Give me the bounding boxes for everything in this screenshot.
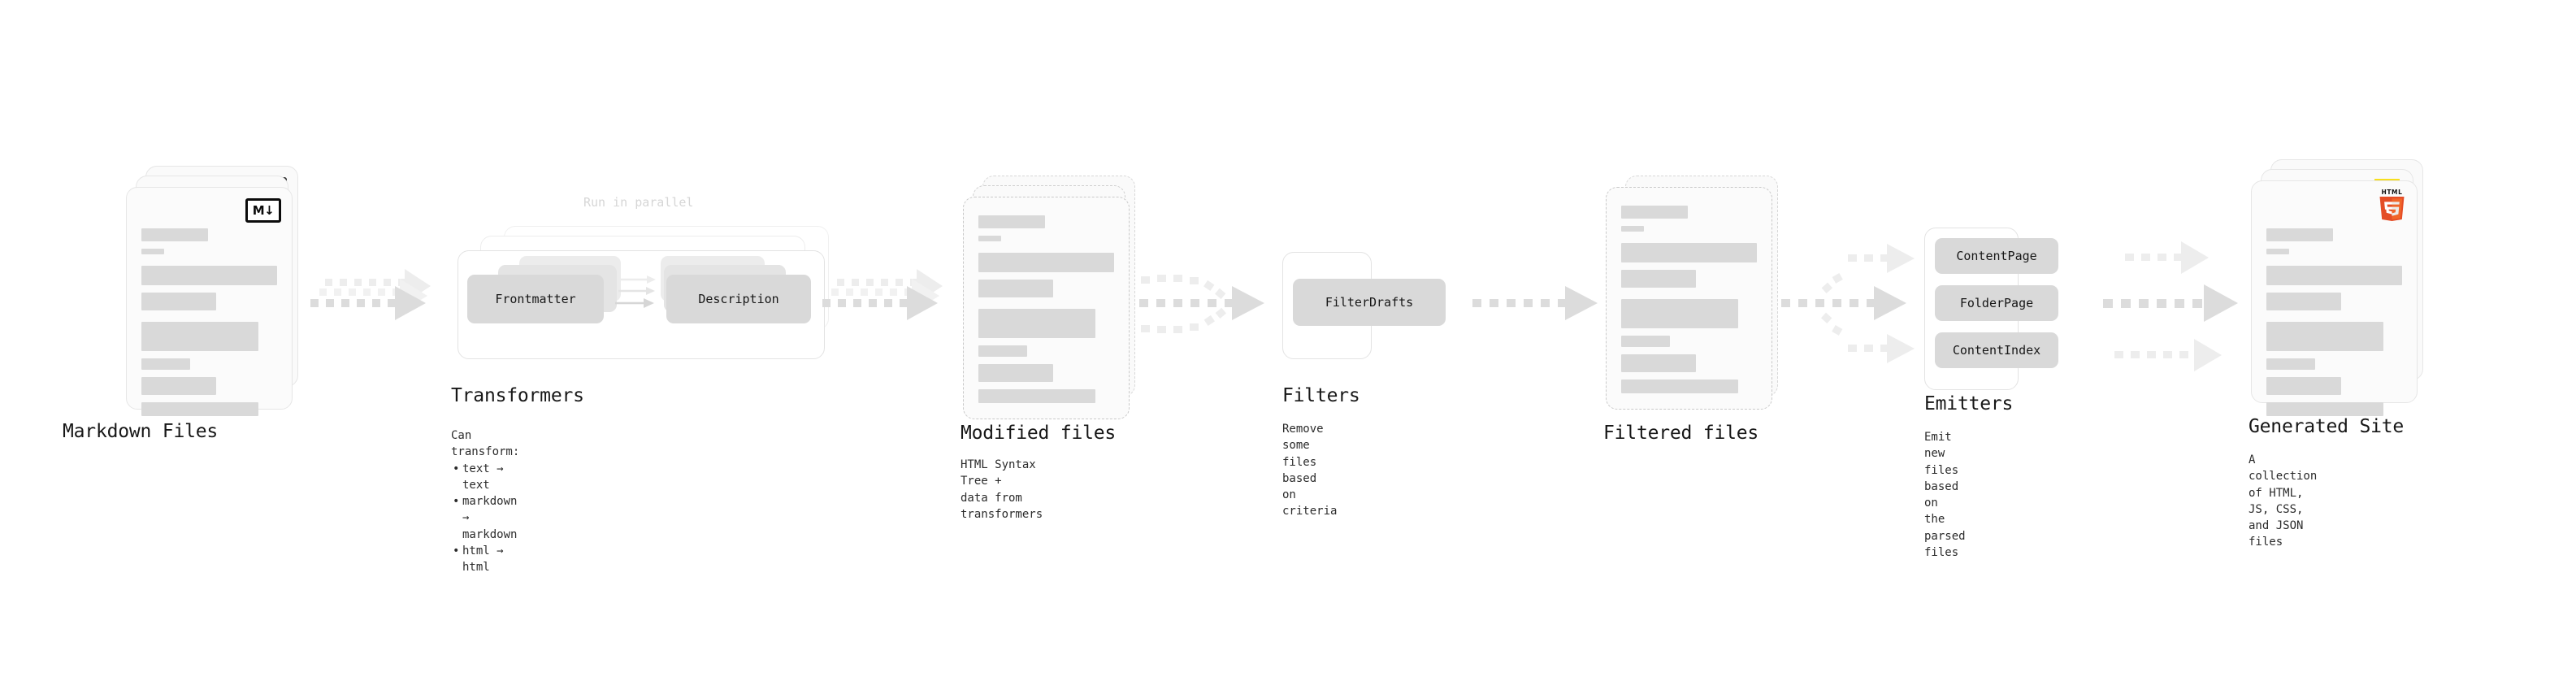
modified-file-stack	[963, 176, 1135, 419]
filters-box: FilterDrafts	[1282, 252, 1446, 359]
stage-title-markdown-files: Markdown Files	[63, 421, 219, 442]
stage-title-transformers: Transformers	[451, 385, 584, 406]
html5-shield-shape	[2379, 197, 2405, 221]
filter-chip-filterdrafts[interactable]: FilterDrafts	[1293, 279, 1446, 326]
transformers-desc-item: text → text	[453, 461, 519, 494]
generated-site-stack: CSS HTML	[2251, 159, 2423, 416]
document-placeholder-lines	[141, 228, 277, 423]
stage-desc-emitters: Emit new files based on the parsed files	[1924, 431, 1966, 560]
document-card-front	[963, 197, 1130, 419]
emitter-chip-contentindex[interactable]: ContentIndex	[1935, 332, 2058, 368]
html5-icon: HTML	[2379, 189, 2405, 221]
stage-title-filters: Filters	[1282, 385, 1360, 406]
stage-title-modified-files: Modified files	[961, 423, 1117, 444]
document-placeholder-lines	[2266, 228, 2402, 423]
document-card-front	[1606, 187, 1772, 410]
run-in-parallel-label: Run in parallel	[583, 195, 694, 210]
markdown-file-stack: M↓ M↓ M↓	[126, 166, 298, 416]
stage-desc-generated-site: A collection of HTML, JS, CSS, and JSON …	[2249, 453, 2318, 549]
transformers-desc-item: markdown → markdown	[453, 493, 519, 543]
document-placeholder-lines	[978, 215, 1114, 410]
filtered-file-stack	[1606, 176, 1778, 419]
transformer-chip-frontmatter[interactable]: Frontmatter	[467, 275, 604, 323]
markdown-icon: M↓	[245, 198, 281, 223]
document-card-front: M↓	[126, 187, 293, 416]
stage-desc-modified-files: HTML Syntax Tree + data from transformer…	[961, 458, 1043, 521]
transformer-chip-description[interactable]: Description	[666, 275, 811, 323]
stage-title-generated-site: Generated Site	[2249, 416, 2405, 437]
transformer-inner-arrows	[615, 275, 656, 308]
stage-desc-filters: Remove some files based on criteria	[1282, 423, 1338, 518]
emitters-box: ContentPage FolderPage ContentIndex	[1924, 228, 2058, 390]
emitter-chip-contentpage[interactable]: ContentPage	[1935, 238, 2058, 274]
transformers-desc-heading: Can transform:	[451, 429, 520, 459]
emitter-chip-folderpage[interactable]: FolderPage	[1935, 285, 2058, 321]
transformers-desc-list: text → text markdown → markdown html → h…	[451, 461, 519, 576]
stage-desc-transformers: Can transform: text → text markdown → ma…	[451, 427, 519, 576]
html5-badge-glyph: HTML	[2379, 189, 2405, 221]
document-card-front-html: HTML	[2251, 180, 2418, 416]
markdown-badge-glyph: M↓	[245, 198, 281, 223]
stage-title-filtered-files: Filtered files	[1603, 423, 1759, 444]
transformers-desc-item: html → html	[453, 543, 519, 576]
document-placeholder-lines	[1621, 206, 1757, 401]
stage-title-emitters: Emitters	[1924, 393, 2014, 414]
